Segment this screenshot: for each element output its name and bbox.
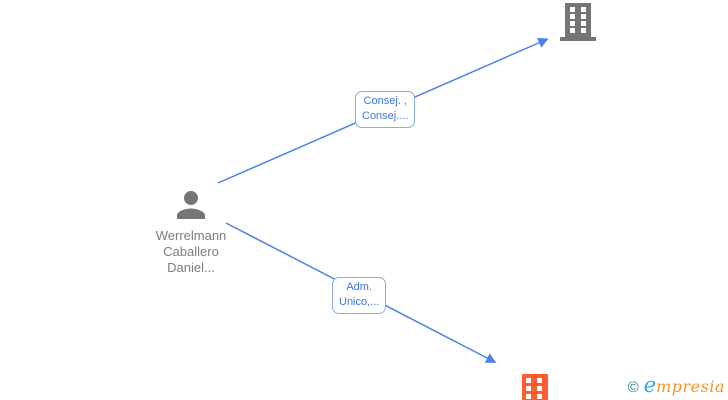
edge-label-line: Unico,... — [339, 296, 380, 308]
person-name-line: Werrelmann — [155, 228, 227, 243]
person-name: Werrelmann Caballero Daniel... — [128, 228, 254, 276]
edge-label-top[interactable]: Consej. , Consej.... — [355, 91, 416, 128]
person-icon — [128, 184, 254, 226]
node-company-bottom[interactable] — [522, 374, 549, 400]
person-name-line: Caballero — [163, 244, 219, 259]
copyright-icon: © — [627, 379, 639, 396]
brand-rest: mpresia — [656, 377, 725, 396]
edge-label-bottom[interactable]: Adm. Unico,... — [332, 277, 387, 314]
building-icon — [559, 2, 597, 42]
edge-label-line: Consej.... — [362, 110, 409, 122]
edge-label-line: Consej. , — [363, 95, 407, 107]
node-company-top[interactable] — [559, 2, 597, 42]
building-icon — [522, 374, 549, 400]
edge-label-line: Adm. — [346, 281, 373, 293]
brand-initial: e — [643, 373, 657, 397]
brand-name: empresia — [644, 373, 725, 397]
empresia-watermark: © empresia — [628, 373, 725, 397]
person-name-line: Daniel... — [167, 260, 215, 275]
node-person[interactable]: Werrelmann Caballero Daniel... — [128, 184, 254, 276]
